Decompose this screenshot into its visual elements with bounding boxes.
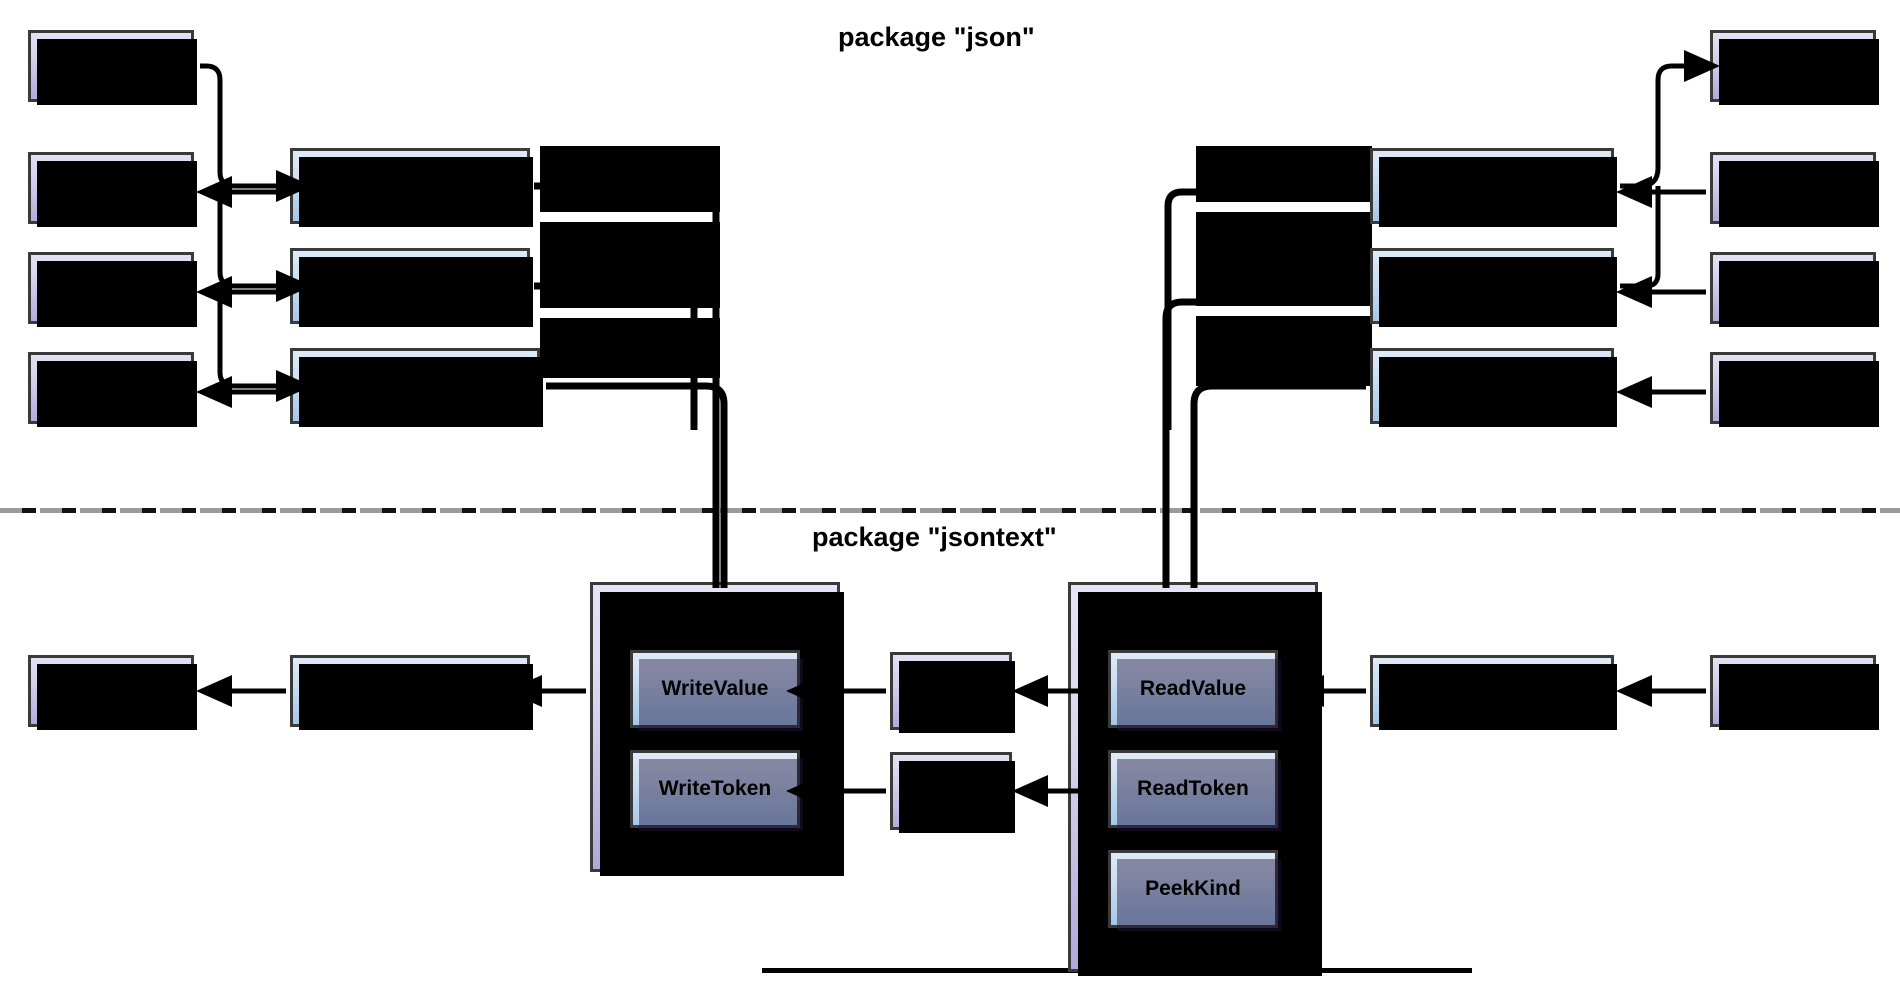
container-title-decoder: Decoder bbox=[1150, 599, 1236, 622]
method-writetoken[interactable]: WriteToken bbox=[630, 750, 803, 831]
marshal-edge-bundle-a bbox=[540, 146, 720, 212]
package-divider bbox=[0, 508, 1900, 513]
method-label: ReadToken bbox=[1137, 777, 1249, 800]
node-label: io.Writer bbox=[67, 679, 155, 702]
node-marshalencode[interactable]: MarshalEncode bbox=[290, 348, 543, 427]
node-unmarshal[interactable]: Unmarshal bbox=[1370, 148, 1617, 227]
node-jsontext-iowriter[interactable]: io.Writer bbox=[28, 655, 197, 730]
node-marshal[interactable]: Marshal bbox=[290, 148, 533, 227]
unmarshal-edge-bundle-c bbox=[1196, 316, 1372, 386]
node-label: any bbox=[92, 54, 130, 77]
container-title-encoder: Encoder bbox=[672, 599, 758, 622]
bundle-gap-d bbox=[1196, 306, 1372, 316]
node-label: Marshal bbox=[369, 174, 451, 197]
method-readtoken[interactable]: ReadToken bbox=[1108, 750, 1281, 831]
node-label: io.Writer bbox=[67, 276, 155, 299]
node-json-encoder-left[interactable]: Encoder bbox=[28, 352, 197, 427]
marshal-edge-bundle-b bbox=[540, 222, 720, 308]
method-readvalue[interactable]: ReadValue bbox=[1108, 650, 1281, 731]
node-unmarshaldecode[interactable]: UnmarshalDecode bbox=[1370, 348, 1617, 427]
package-title-jsontext: package "jsontext" bbox=[812, 522, 1057, 552]
package-title-json: package "json" bbox=[838, 22, 1035, 52]
node-label: UnmarshalDecode bbox=[1398, 374, 1586, 397]
node-newencoder[interactable]: NewEncoder bbox=[290, 655, 533, 730]
method-label: PeekKind bbox=[1145, 877, 1241, 900]
node-json-ioreader-right[interactable]: io.Reader bbox=[1710, 252, 1879, 327]
node-label: NewEncoder bbox=[345, 679, 475, 702]
node-json-bytes-right[interactable]: []byte bbox=[1710, 152, 1879, 227]
node-json-decoder-right[interactable]: Decoder bbox=[1710, 352, 1879, 427]
bundle-gap-a bbox=[540, 212, 720, 222]
node-label: any bbox=[1774, 54, 1812, 77]
node-label: Value bbox=[923, 679, 979, 702]
node-unmarshalread[interactable]: UnmarshalRead bbox=[1370, 248, 1617, 327]
node-label: io.Reader bbox=[1744, 679, 1842, 702]
node-json-bytes-left[interactable]: []byte bbox=[28, 152, 197, 227]
node-newdecoder[interactable]: NewDecoder bbox=[1370, 655, 1617, 730]
node-json-any-left[interactable]: any bbox=[28, 30, 197, 105]
node-label: []byte bbox=[1763, 176, 1823, 199]
node-marshalwrite[interactable]: MarshalWrite bbox=[290, 248, 533, 327]
node-value[interactable]: Value bbox=[890, 652, 1015, 733]
method-label: WriteToken bbox=[658, 777, 772, 800]
node-label: Decoder bbox=[1750, 376, 1836, 399]
node-label: UnmarshalRead bbox=[1410, 274, 1574, 297]
node-label: MarshalEncode bbox=[336, 374, 494, 397]
node-label: NewDecoder bbox=[1427, 679, 1557, 702]
node-label: MarshalWrite bbox=[343, 274, 477, 297]
method-writevalue[interactable]: WriteValue bbox=[630, 650, 803, 731]
node-json-iowriter-left[interactable]: io.Writer bbox=[28, 252, 197, 327]
unmarshal-edge-bundle-b bbox=[1196, 212, 1372, 306]
node-label: Unmarshal bbox=[1436, 174, 1548, 197]
node-json-any-right[interactable]: any bbox=[1710, 30, 1879, 105]
bundle-gap-b bbox=[540, 308, 720, 318]
node-token[interactable]: Token bbox=[890, 752, 1015, 833]
node-label: []byte bbox=[81, 176, 141, 199]
marshal-edge-bundle-c bbox=[540, 318, 720, 378]
method-peekkind[interactable]: PeekKind bbox=[1108, 850, 1281, 931]
node-label: io.Reader bbox=[1744, 276, 1842, 299]
bundle-gap-c bbox=[1196, 202, 1372, 212]
node-label: Token bbox=[920, 779, 982, 802]
node-label: Encoder bbox=[68, 376, 154, 399]
method-label: WriteValue bbox=[661, 677, 769, 700]
node-jsontext-ioreader[interactable]: io.Reader bbox=[1710, 655, 1879, 730]
method-label: ReadValue bbox=[1139, 677, 1247, 700]
unmarshal-edge-bundle-a bbox=[1196, 146, 1372, 202]
